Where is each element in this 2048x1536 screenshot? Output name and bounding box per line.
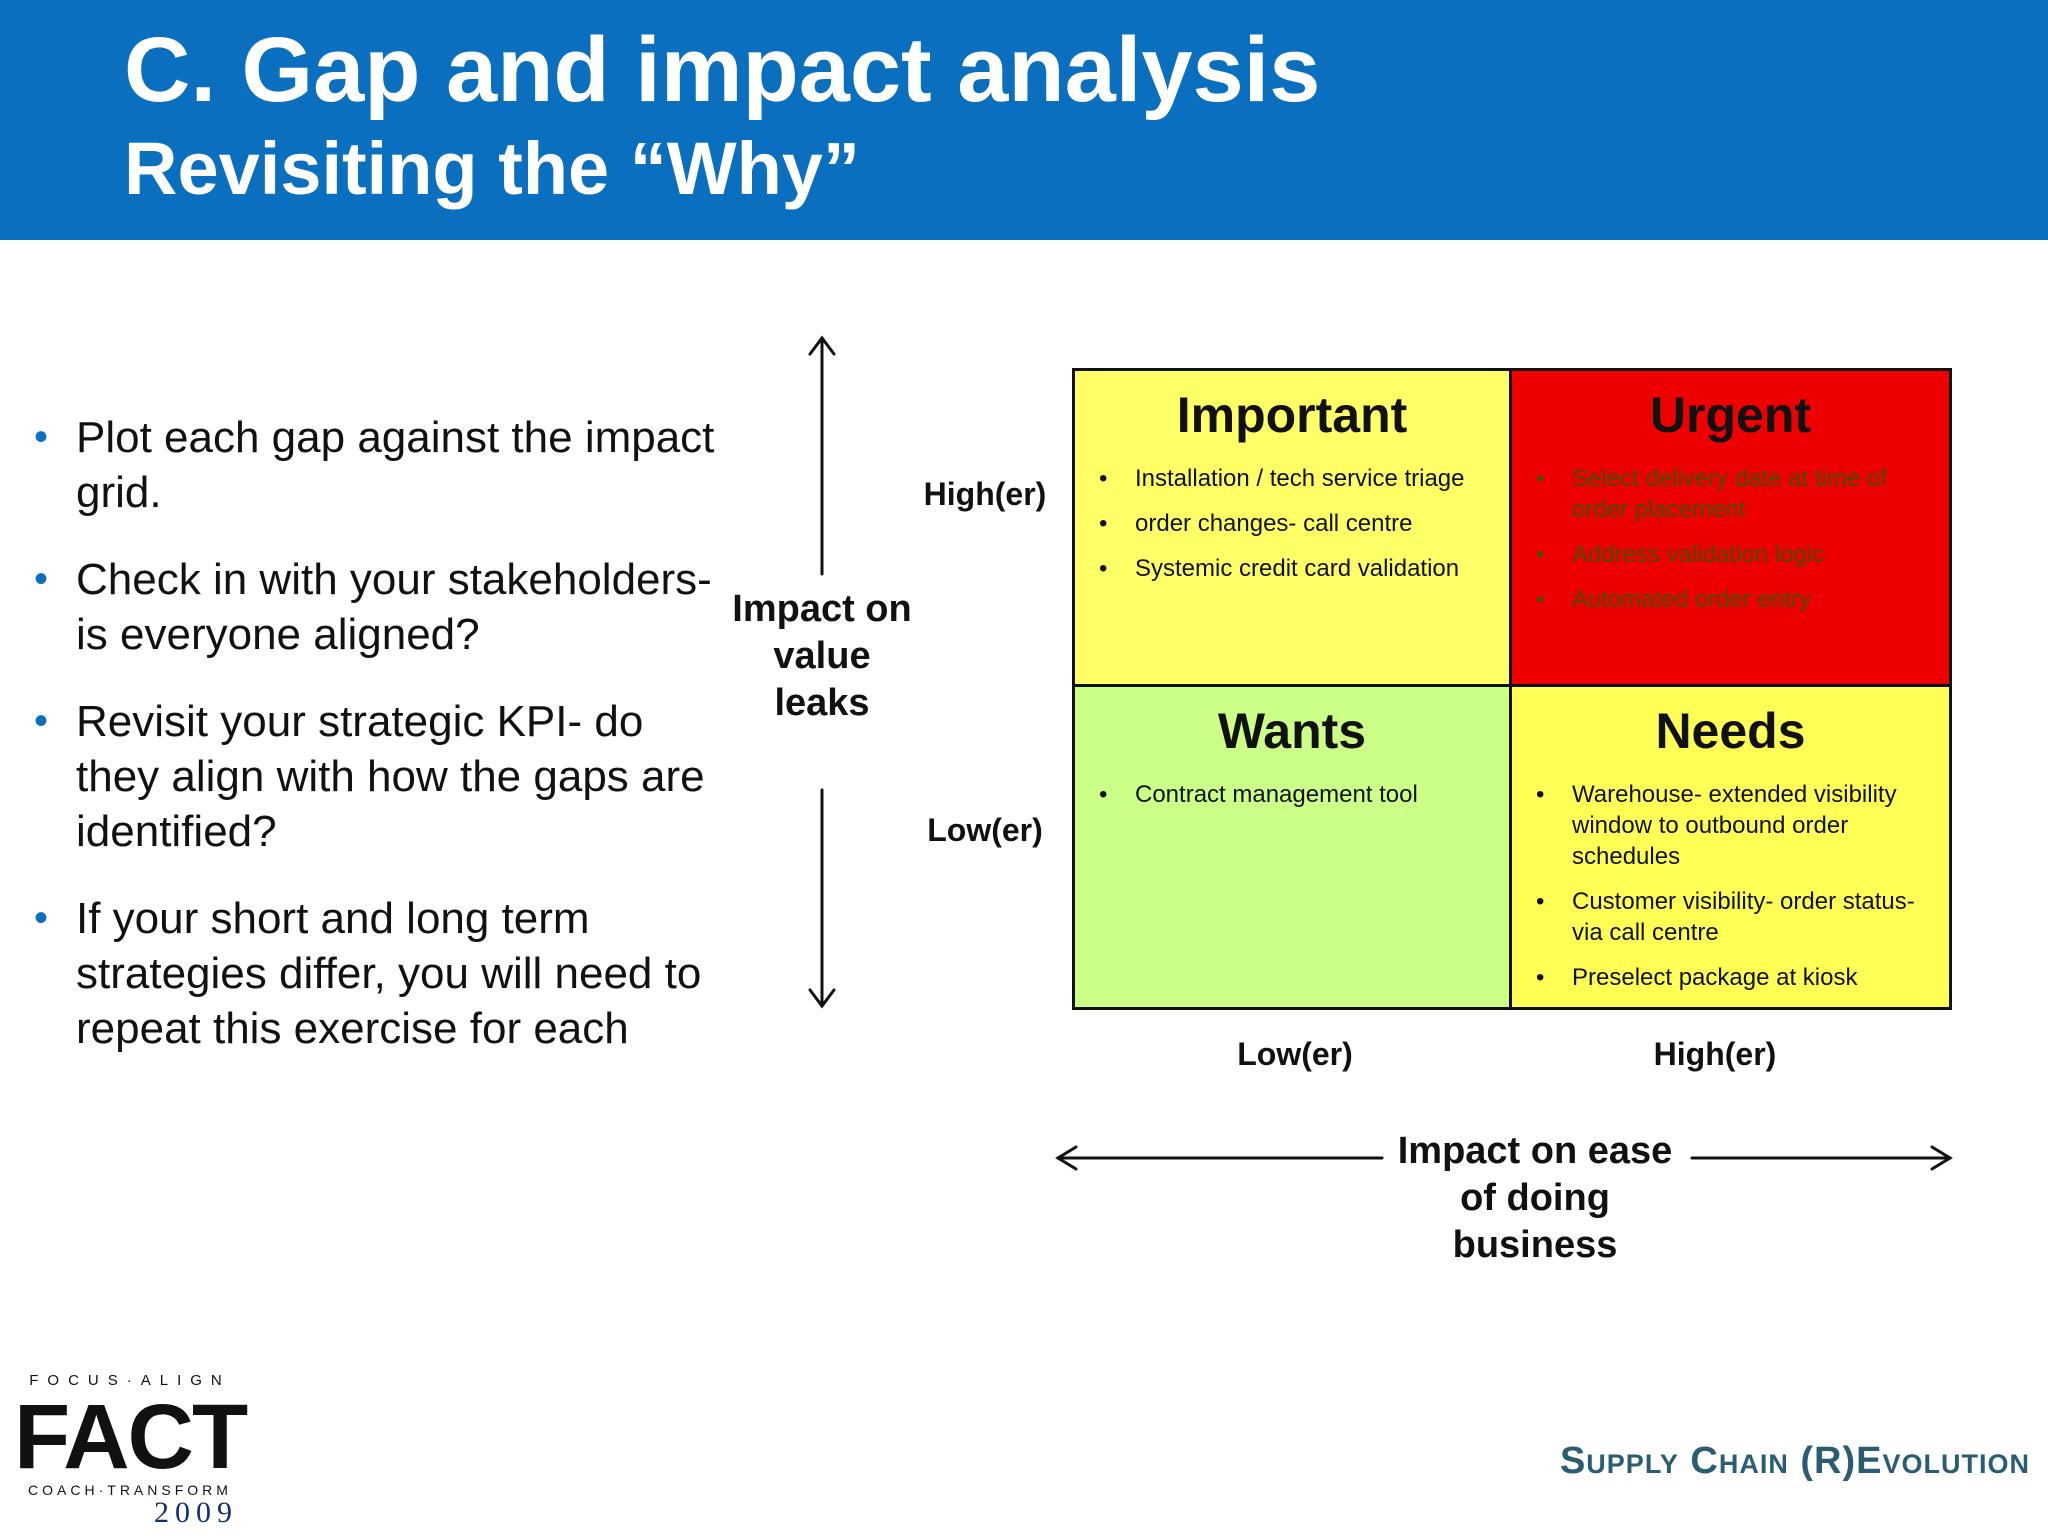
- impact-grid: Important Installation / tech service tr…: [1072, 368, 1952, 1010]
- y-axis-down-arrow: [808, 788, 836, 1009]
- x-axis-high-label: High(er): [1653, 1036, 1777, 1072]
- slide-title: C. Gap and impact analysis: [124, 19, 1321, 121]
- quadrant-title: Important: [1176, 387, 1408, 443]
- quadrant-items: Warehouse- extended visibility window to…: [1532, 779, 1929, 993]
- quadrant-item: Preselect package at kiosk: [1532, 962, 1929, 993]
- quadrant-items: Installation / tech service triage order…: [1095, 463, 1489, 584]
- bullet-item: Check in with your stakeholders- is ever…: [30, 552, 730, 662]
- logo-tagline-bottom: COACH·TRANSFORM: [28, 1482, 232, 1498]
- title-banner: C. Gap and impact analysis Revisiting th…: [0, 0, 2048, 240]
- quadrant-wants: Wants Contract management tool: [1075, 687, 1512, 1007]
- bullet-item: Plot each gap against the impact grid.: [30, 410, 730, 520]
- quadrant-item: Systemic credit card validation: [1095, 553, 1489, 584]
- y-axis-low-label: Low(er): [927, 812, 1043, 848]
- quadrant-item: Customer visibility- order status- via c…: [1532, 886, 1929, 948]
- logo-year: 2009: [154, 1496, 238, 1529]
- quadrant-title: Wants: [1217, 703, 1367, 759]
- quadrant-title: Urgent: [1649, 387, 1812, 443]
- y-axis-title: Impact on value leaks: [732, 588, 912, 724]
- quadrant-item: Installation / tech service triage: [1095, 463, 1489, 494]
- logo-wordmark: FACT: [14, 1386, 248, 1488]
- x-axis-right-arrow: [1690, 1145, 1953, 1171]
- quadrant-item: Automated order entry: [1532, 584, 1929, 615]
- y-axis-high-label: High(er): [923, 476, 1047, 512]
- logo-tagline-top: FOCUS·ALIGN: [29, 1372, 231, 1389]
- quadrant-title: Needs: [1655, 703, 1806, 759]
- quadrant-item: Warehouse- extended visibility window to…: [1532, 779, 1929, 872]
- quadrant-item: order changes- call centre: [1095, 508, 1489, 539]
- bullet-item: Revisit your strategic KPI- do they alig…: [30, 694, 730, 859]
- fact-logo: FOCUS·ALIGN FACT COACH·TRANSFORM 2009: [14, 1372, 248, 1529]
- x-axis-low-label: Low(er): [1237, 1036, 1353, 1072]
- quadrant-item: Address validation logic: [1532, 539, 1929, 570]
- y-axis-up-arrow: [808, 335, 836, 576]
- brand-wordmark: Supply Chain (R)Evolution: [1559, 1440, 2030, 1482]
- x-axis-left-arrow: [1055, 1145, 1384, 1171]
- quadrant-items: Contract management tool: [1095, 779, 1489, 810]
- quadrant-important: Important Installation / tech service tr…: [1075, 371, 1512, 687]
- quadrant-item: Contract management tool: [1095, 779, 1489, 810]
- bullet-list: Plot each gap against the impact grid. C…: [30, 410, 730, 1088]
- quadrant-needs: Needs Warehouse- extended visibility win…: [1512, 687, 1949, 1007]
- x-axis-title: Impact on ease of doing business: [1397, 1130, 1673, 1266]
- quadrant-items: Select delivery date at time of order pl…: [1532, 463, 1929, 615]
- slide-subtitle: Revisiting the “Why”: [124, 127, 860, 210]
- quadrant-item: Select delivery date at time of order pl…: [1532, 463, 1929, 525]
- bullet-item: If your short and long term strategies d…: [30, 891, 730, 1056]
- quadrant-urgent: Urgent Select delivery date at time of o…: [1512, 371, 1949, 687]
